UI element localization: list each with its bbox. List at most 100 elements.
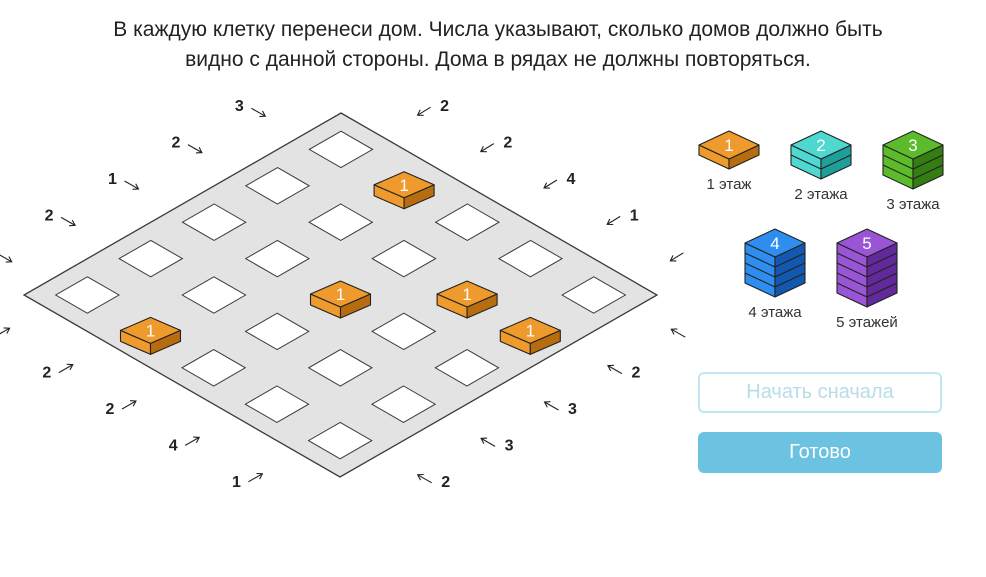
- placed-house[interactable]: 1: [119, 316, 182, 355]
- clue-arrow: [480, 143, 495, 153]
- clue-arrow: [58, 364, 74, 374]
- board-cell[interactable]: [244, 239, 311, 278]
- palette-house-5[interactable]: 5 5 этажей: [822, 226, 912, 331]
- palette-caption: 1 этаж: [706, 176, 752, 193]
- palette-caption: 5 этажей: [836, 314, 898, 331]
- palette-house-block: 3: [882, 130, 944, 190]
- instruction-line-2: видно с данной стороны. Дома в рядах не …: [185, 48, 811, 71]
- board-cell[interactable]: [497, 239, 564, 278]
- house-icon: 2: [790, 130, 852, 180]
- clue: 1: [232, 472, 264, 491]
- clue: 2: [45, 207, 76, 227]
- clue: 1: [108, 171, 140, 190]
- palette-house-block: 5: [836, 228, 898, 308]
- house-floor-number: 2: [816, 136, 825, 155]
- board-cell[interactable]: [244, 385, 310, 423]
- clue-arrow: [417, 106, 431, 116]
- clue-number: 2: [171, 135, 180, 152]
- clue: 2: [607, 365, 640, 382]
- house-floor-number: 4: [770, 234, 779, 253]
- placed-house[interactable]: 1: [309, 280, 372, 319]
- house-icon: 1: [698, 130, 760, 170]
- clue-number: 2: [45, 207, 54, 224]
- clue: 4: [169, 436, 201, 454]
- clue-arrow: [543, 179, 558, 189]
- clue-arrow: [0, 254, 12, 263]
- board-cell[interactable]: [371, 312, 437, 351]
- house-floor-number: 1: [526, 321, 535, 340]
- clue: 1: [606, 207, 639, 226]
- board-cell[interactable]: [54, 276, 121, 314]
- placed-house[interactable]: 1: [499, 316, 561, 355]
- clue-arrow: [671, 328, 686, 338]
- palette-caption: 4 этажа: [748, 304, 802, 321]
- board-cell[interactable]: [371, 239, 437, 278]
- clue-arrow: [184, 436, 200, 446]
- board-cells: [54, 130, 627, 460]
- clue: 1: [670, 328, 686, 338]
- clue-number: 1: [630, 207, 639, 224]
- clue-number: 4: [567, 171, 576, 188]
- palette-house-2[interactable]: 2 2 этажа: [776, 128, 866, 203]
- board-cell[interactable]: [180, 349, 247, 387]
- palette-house-4[interactable]: 4 4 этажа: [730, 226, 820, 321]
- clue-number: 1: [232, 474, 241, 491]
- clue-number: 2: [440, 98, 449, 115]
- clue: 2: [416, 474, 450, 491]
- palette-house-3[interactable]: 3 3 этажа: [868, 128, 958, 213]
- clue-arrow: [124, 180, 139, 190]
- house-floor-number: 3: [908, 136, 917, 155]
- clue-number: 2: [42, 365, 51, 382]
- clue: 2: [106, 400, 137, 418]
- clue: 2: [171, 135, 203, 154]
- done-button[interactable]: Готово: [698, 432, 942, 473]
- placed-house[interactable]: 1: [436, 280, 498, 319]
- clue-arrow: [417, 474, 432, 484]
- board-cell[interactable]: [244, 312, 310, 351]
- palette-caption: 3 этажа: [886, 196, 940, 213]
- clue: 3: [543, 401, 577, 418]
- clue: 5: [669, 252, 684, 262]
- clue-arrow: [606, 215, 621, 225]
- clue: 2: [416, 98, 449, 116]
- board-cell[interactable]: [434, 203, 501, 241]
- house-icon: 3: [882, 130, 944, 190]
- clue-number: 2: [441, 474, 450, 491]
- board-cell[interactable]: [308, 203, 374, 241]
- palette-caption: 2 этажа: [794, 186, 848, 203]
- house-floor-number: 1: [724, 136, 733, 155]
- palette-house-block: 4: [744, 228, 806, 298]
- board-cell[interactable]: [308, 130, 374, 169]
- puzzle-board: 1111132222223142321422511: [0, 98, 686, 491]
- clue-arrow: [121, 400, 137, 410]
- restart-button[interactable]: Начать сначала: [698, 372, 942, 413]
- board-cell[interactable]: [307, 349, 374, 387]
- clue-number: 2: [106, 401, 115, 418]
- palette-house-block: 1: [698, 130, 760, 170]
- clue-arrow: [480, 437, 496, 447]
- clue-arrow: [187, 144, 203, 154]
- clue-number: 4: [169, 437, 178, 454]
- board-cell[interactable]: [244, 167, 311, 205]
- clue-number: 3: [568, 401, 577, 418]
- clue-arrow: [0, 327, 10, 335]
- clue-number: 2: [503, 135, 512, 152]
- instruction-line-1: В каждую клетку перенеси дом. Числа указ…: [113, 18, 883, 41]
- board-cell[interactable]: [561, 276, 627, 314]
- clue: 2: [0, 254, 13, 263]
- clue-arrow: [251, 107, 266, 117]
- clue: 2: [0, 327, 11, 335]
- house-floor-number: 1: [399, 176, 408, 195]
- palette-house-1[interactable]: 1 1 этаж: [684, 128, 774, 193]
- board-cell[interactable]: [370, 385, 437, 423]
- board-cell[interactable]: [307, 421, 373, 460]
- clue-arrow: [544, 401, 559, 411]
- board-cell[interactable]: [181, 276, 247, 314]
- placed-house[interactable]: 1: [373, 171, 435, 210]
- board-cell[interactable]: [434, 349, 500, 387]
- clue: 2: [479, 135, 512, 153]
- board-cell[interactable]: [118, 239, 184, 278]
- board-cell[interactable]: [181, 203, 247, 241]
- house-floor-number: 1: [336, 285, 345, 304]
- palette-house-block: 2: [790, 130, 852, 180]
